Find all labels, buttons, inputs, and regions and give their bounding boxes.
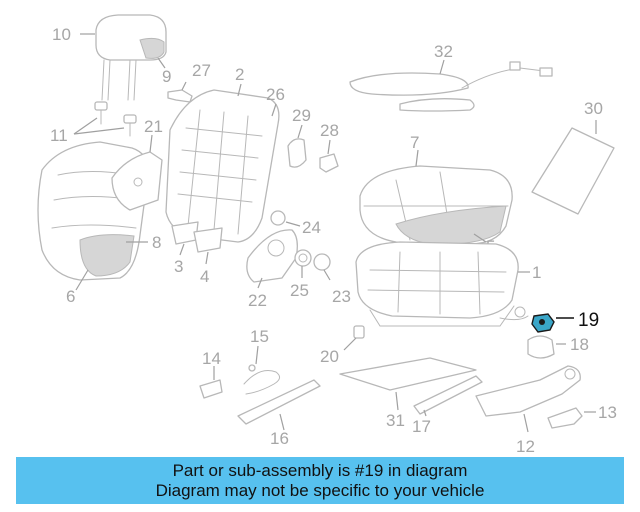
label-6: 6 [66,287,75,306]
part-22-side-shield[interactable] [246,229,298,283]
label-31: 31 [386,411,405,430]
part-21-bracket[interactable] [111,151,163,211]
part-23-knob[interactable] [313,253,331,271]
part-1-cushion-frame[interactable] [355,241,529,327]
part-25-ring[interactable] [294,249,312,267]
info-banner: Part or sub-assembly is #19 in diagram D… [16,457,624,504]
part-14-lever[interactable] [199,379,223,399]
label-2: 2 [235,65,244,84]
part-24-gear[interactable] [270,210,286,226]
part-11-guides[interactable] [94,101,137,137]
part-18-cover[interactable] [527,335,555,359]
label-12: 12 [516,437,535,455]
label-21: 21 [144,117,163,136]
label-7: 7 [410,133,419,152]
label-32: 32 [434,42,453,61]
label-23: 23 [332,287,351,306]
part-12-side-panel[interactable] [475,365,581,417]
label-18: 18 [570,335,589,354]
seat-parts-diagram: 10 9 11 27 6 8 21 [37,14,617,455]
banner-line-2: Diagram may not be specific to your vehi… [155,480,485,500]
part-4-bracket[interactable] [193,227,223,253]
part-30-cushion-pad[interactable] [531,127,615,215]
part-19-highlighted[interactable] [531,313,555,333]
part-16-trim[interactable] [237,379,321,425]
label-20: 20 [320,347,339,366]
part-15-cable[interactable] [243,364,280,395]
label-4: 4 [200,267,209,286]
label-15: 15 [250,327,269,346]
part-13-handle[interactable] [547,407,583,429]
part-31-panel[interactable] [339,357,477,391]
part-29-handle[interactable] [287,138,307,168]
label-19: 19 [578,310,599,331]
label-13: 13 [598,403,617,422]
label-28: 28 [320,121,339,140]
part-7-cushion-cover[interactable] [359,165,513,245]
part-27-clip[interactable] [167,89,193,103]
label-26: 26 [266,85,285,104]
label-3: 3 [174,257,183,276]
label-1: 1 [532,263,541,282]
label-16: 16 [270,429,289,448]
label-29: 29 [292,106,311,125]
label-24: 24 [302,218,321,237]
part-2-seatback-frame[interactable] [165,89,280,243]
part-17-rail[interactable] [413,375,483,415]
label-9: 9 [162,67,171,86]
part-32-wire-harness[interactable] [349,61,553,112]
label-8: 8 [152,233,161,252]
label-11: 11 [50,126,68,145]
banner-line-1: Part or sub-assembly is #19 in diagram [172,460,468,480]
part-10-headrest[interactable] [95,14,167,101]
label-22: 22 [248,291,267,310]
part-20-bolt[interactable] [353,325,365,339]
label-14: 14 [202,349,221,368]
part-28-knob[interactable] [319,153,339,173]
label-25: 25 [290,281,309,300]
label-27: 27 [192,61,211,80]
label-30: 30 [584,99,603,118]
label-17: 17 [412,417,431,436]
label-10: 10 [52,25,71,44]
